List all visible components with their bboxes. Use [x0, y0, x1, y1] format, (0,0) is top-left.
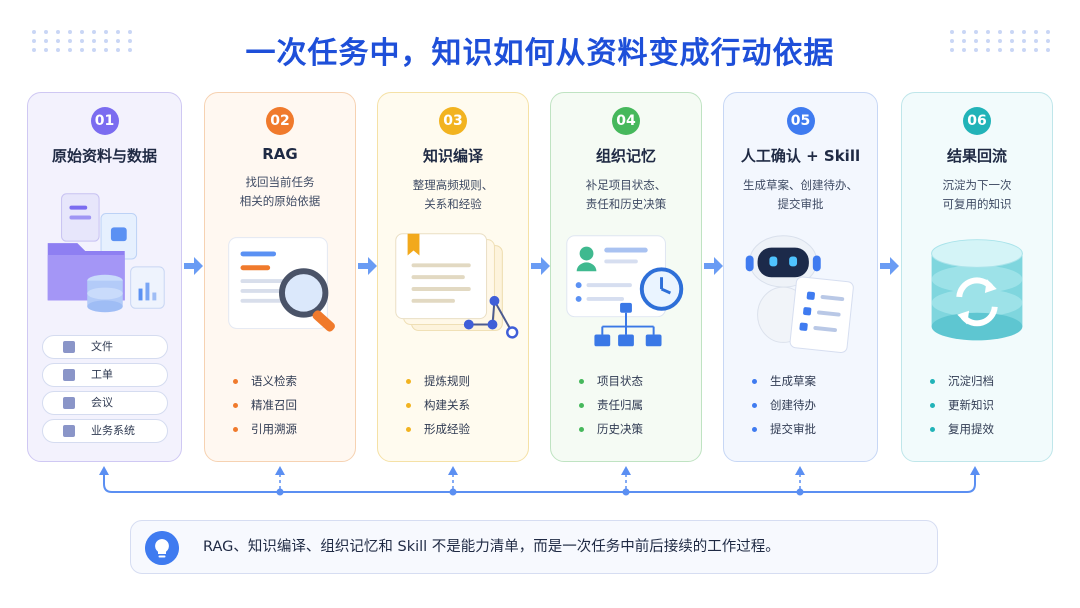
step-bullets: 生成草案 创建待办 提交审批 [752, 369, 816, 441]
step-description: 找回当前任务 相关的原始依据 [239, 175, 321, 208]
source-label: 业务系统 [91, 424, 135, 437]
bullet-item: 提炼规则 [406, 369, 470, 393]
bullet-item: 创建待办 [752, 393, 816, 417]
meeting-icon [63, 397, 75, 409]
database-refresh-icon [931, 239, 1023, 341]
bullet-item: 更新知识 [930, 393, 994, 417]
decorative-dots-right [950, 30, 1052, 52]
summary-note: RAG、知识编译、组织记忆和 Skill 不是能力清单，而是一次任务中前后接续的… [130, 520, 938, 574]
arrow-right-icon [704, 257, 723, 275]
bullet-item: 语义检索 [233, 369, 297, 393]
step-bullets: 提炼规则 构建关系 形成经验 [406, 369, 470, 441]
page-title: 一次任务中，知识如何从资料变成行动依据 [245, 36, 835, 71]
step-number: 02 [266, 107, 294, 135]
step-title: 组织记忆 [595, 147, 656, 165]
step-number: 06 [963, 107, 991, 135]
bullet-item: 沉淀归档 [930, 369, 994, 393]
decorative-dots-left [32, 30, 134, 52]
robot-checklist-icon [745, 235, 854, 353]
step-card-human-confirm-skill: 05 人工确认 + Skill 生成草案、创建待办、 提交审批 生成草案 创建待… [723, 92, 878, 462]
bullet-item: 历史决策 [579, 417, 643, 441]
step-number: 03 [439, 107, 467, 135]
arrow-right-icon [880, 257, 899, 275]
step-bullets: 语义检索 精准召回 引用溯源 [233, 369, 297, 441]
step-card-result-feedback: 06 结果回流 沉淀为下一次 可复用的知识 沉淀归档 更新知识 复用提效 [901, 92, 1053, 462]
step-description: 整理高频规则、 关系和经验 [412, 178, 494, 211]
arrow-right-icon [358, 257, 377, 275]
bullet-item: 复用提效 [930, 417, 994, 441]
arrow-right-icon [531, 257, 550, 275]
bullet-item: 责任归属 [579, 393, 643, 417]
step-title: 知识编译 [422, 147, 483, 165]
step-number: 05 [786, 107, 815, 135]
documents-folder-database-icon [47, 193, 165, 313]
source-item-ticket: 工单 [42, 363, 168, 387]
summary-note-text: RAG、知识编译、组织记忆和 Skill 不是能力清单，而是一次任务中前后接续的… [203, 539, 780, 555]
lightbulb-icon [145, 531, 179, 565]
step-bullets: 项目状态 责任归属 历史决策 [579, 369, 643, 441]
server-icon [63, 425, 75, 437]
file-icon [63, 341, 75, 353]
step-title: 人工确认 + Skill [740, 147, 861, 165]
step-bullets: 沉淀归档 更新知识 复用提效 [930, 369, 994, 441]
ticket-icon [63, 369, 75, 381]
source-item-meeting: 会议 [42, 391, 168, 415]
bullet-item: 形成经验 [406, 417, 470, 441]
step-number: 01 [90, 107, 119, 135]
source-item-file: 文件 [42, 335, 168, 359]
source-label: 工单 [91, 368, 113, 381]
source-label: 文件 [91, 340, 113, 353]
bullet-item: 项目状态 [579, 369, 643, 393]
bookmarked-documents-graph-icon [395, 233, 519, 339]
bullet-item: 构建关系 [406, 393, 470, 417]
source-list: 文件 工单 会议 业务系统 [42, 335, 168, 447]
bullet-item: 引用溯源 [233, 417, 297, 441]
step-card-rag: 02 RAG 找回当前任务 相关的原始依据 语义检索 精准召回 引用溯源 [204, 92, 356, 462]
step-card-source-data: 01 原始资料与数据 文件 工单 会议 业务系统 [27, 92, 182, 462]
profile-card-clock-org-chart-icon [566, 235, 684, 347]
source-item-business-system: 业务系统 [42, 419, 168, 443]
step-title: 结果回流 [946, 147, 1007, 165]
bullet-item: 生成草案 [752, 369, 816, 393]
step-description: 沉淀为下一次 可复用的知识 [942, 178, 1012, 211]
bullet-item: 精准召回 [233, 393, 297, 417]
document-magnifier-icon [228, 237, 335, 332]
step-card-knowledge-compile: 03 知识编译 整理高频规则、 关系和经验 提炼规则 构建关系 形成经验 [377, 92, 529, 462]
step-number: 04 [612, 107, 640, 135]
source-label: 会议 [91, 396, 113, 409]
step-card-org-memory: 04 组织记忆 补足项目状态、 责任和历史决策 项目状态 责任归属 历史决策 [550, 92, 702, 462]
arrow-right-icon [184, 257, 203, 275]
feedback-loop-connector [99, 466, 980, 496]
step-description: 补足项目状态、 责任和历史决策 [585, 178, 667, 211]
bullet-item: 提交审批 [752, 417, 816, 441]
step-title: RAG [262, 145, 298, 163]
step-description: 生成草案、创建待办、 提交审批 [743, 178, 858, 211]
step-title: 原始资料与数据 [51, 147, 157, 165]
